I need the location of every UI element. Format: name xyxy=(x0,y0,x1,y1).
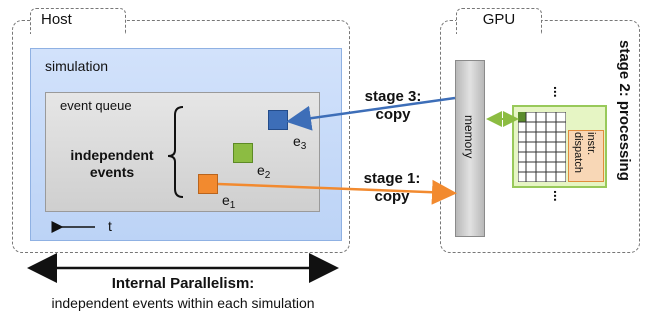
independent-line2: events xyxy=(89,164,135,180)
stage1-label: stage 1: copy xyxy=(359,170,425,206)
e1-sub: 1 xyxy=(229,200,236,211)
dispatch-line1: instr. xyxy=(585,132,597,156)
dispatch-line2: dispatch xyxy=(572,132,584,173)
e1-name: e xyxy=(222,192,230,208)
footer-subtitle: independent events within each simulatio… xyxy=(51,295,315,311)
memory-label: memory xyxy=(462,115,476,159)
e2-name: e xyxy=(257,162,265,178)
event-e3-label: e3 xyxy=(293,133,306,152)
host-box xyxy=(12,20,350,253)
event-e1-label: e1 xyxy=(222,192,235,211)
independent-line1: independent xyxy=(70,147,154,163)
stage3-copy-arrow xyxy=(286,96,456,131)
thread-grid-svg xyxy=(518,112,566,182)
independent-events-bracket xyxy=(167,106,184,198)
dispatch-block xyxy=(568,130,604,182)
dispatch-label: instr. dispatch xyxy=(571,132,597,173)
ellipsis-top: ... xyxy=(551,86,567,98)
event-e1-square xyxy=(198,174,218,194)
host-label: Host xyxy=(30,8,126,34)
e2-sub: 2 xyxy=(264,170,271,181)
independent-events-label: independent events xyxy=(62,147,162,181)
stage1-line1: stage 1: xyxy=(363,170,421,187)
simulation-label: simulation xyxy=(45,58,109,74)
footer-title: Internal Parallelism: xyxy=(111,275,255,292)
e3-sub: 3 xyxy=(300,141,307,152)
event-e2-label: e2 xyxy=(257,162,270,181)
stage2-label: stage 2: processing xyxy=(616,40,633,181)
stage3-line2: copy xyxy=(375,106,411,123)
memory-block xyxy=(455,60,485,237)
event-e2-square xyxy=(233,143,253,163)
stage3-label: stage 3: copy xyxy=(360,88,426,124)
stage1-copy-arrow xyxy=(217,179,457,205)
e3-name: e xyxy=(293,133,301,149)
ellipsis-bottom: ... xyxy=(551,190,567,202)
event-queue-label: event queue xyxy=(60,98,132,113)
time-label: t xyxy=(108,218,112,234)
active-thread-cell xyxy=(518,112,526,122)
thread-grid xyxy=(518,112,566,182)
stage3-line1: stage 3: xyxy=(364,88,422,105)
gpu-label: GPU xyxy=(456,8,542,34)
